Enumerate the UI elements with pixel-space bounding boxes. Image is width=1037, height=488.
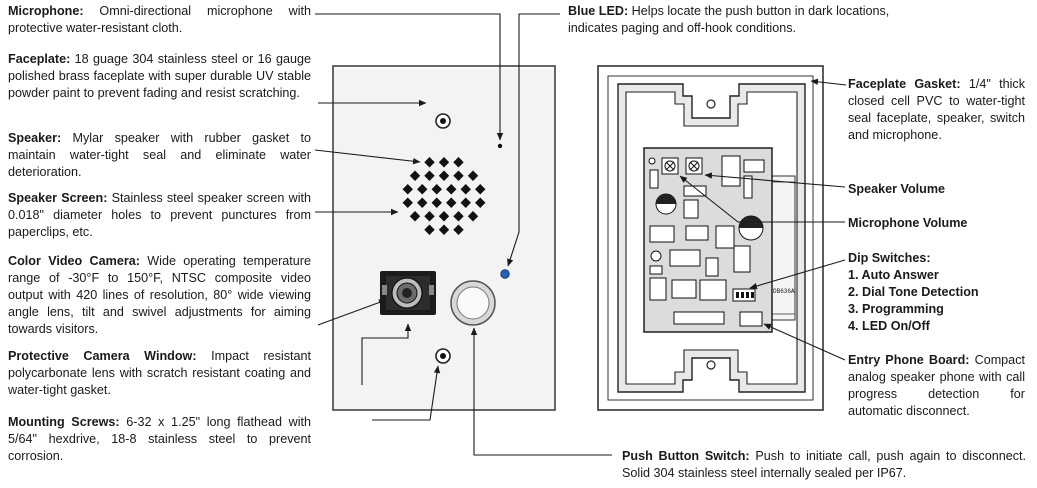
faceplate-front-view bbox=[332, 65, 556, 411]
dip-switches-label: Dip Switches: 1. Auto Answer 2. Dial Ton… bbox=[848, 250, 979, 335]
grille-hole bbox=[438, 170, 450, 181]
push-button-desc: Push to initiate call, push again to dis… bbox=[622, 449, 1026, 480]
camera-window-title: Protective Camera Window: bbox=[8, 349, 197, 363]
rear-view bbox=[597, 65, 824, 411]
grille-hole bbox=[453, 170, 464, 181]
grille-hole bbox=[467, 211, 479, 222]
blue-led-icon bbox=[500, 269, 510, 279]
grille-hole bbox=[438, 224, 450, 235]
bottom-screw-icon bbox=[435, 348, 451, 364]
camera-icon bbox=[380, 271, 436, 315]
grille-hole bbox=[475, 184, 486, 195]
dip-switch-item: 3. Programming bbox=[848, 302, 944, 316]
blue-led-label: Blue LED: Helps locate the push button i… bbox=[568, 3, 898, 37]
grille-hole bbox=[402, 197, 413, 208]
faceplate-label: Faceplate: 18 guage 304 stainless steel … bbox=[8, 51, 311, 102]
push-button-label: Push Button Switch: Push to initiate cal… bbox=[622, 448, 1026, 482]
speaker-title: Speaker: bbox=[8, 131, 62, 145]
grille-hole bbox=[446, 184, 457, 195]
microphone-hole-icon bbox=[497, 143, 503, 149]
blue-led-title: Blue LED: bbox=[568, 4, 629, 18]
grille-hole bbox=[460, 197, 471, 208]
grille-hole bbox=[467, 170, 479, 181]
faceplate-title: Faceplate: bbox=[8, 52, 71, 66]
speaker-grille-icon bbox=[402, 157, 486, 235]
push-button-title: Push Button Switch: bbox=[622, 449, 750, 463]
grille-hole bbox=[424, 224, 435, 235]
video-camera-title: Color Video Camera: bbox=[8, 254, 140, 268]
dip-switch-item: 2. Dial Tone Detection bbox=[848, 285, 979, 299]
grille-hole bbox=[417, 184, 428, 195]
dip-switch-item: 4. LED On/Off bbox=[848, 319, 930, 333]
mounting-screws-label: Mounting Screws: 6-32 x 1.25" long flath… bbox=[8, 414, 311, 465]
mounting-screws-title: Mounting Screws: bbox=[8, 415, 120, 429]
grille-hole bbox=[438, 157, 450, 168]
gasket-label: Faceplate Gasket: 1/4" thick closed cell… bbox=[848, 76, 1025, 144]
grille-hole bbox=[402, 184, 413, 195]
speaker-screen-label: Speaker Screen: Stainless steel speaker … bbox=[8, 190, 311, 241]
dip-switch-item: 1. Auto Answer bbox=[848, 268, 939, 282]
grille-hole bbox=[431, 197, 442, 208]
entry-board-label: Entry Phone Board: Compact analog speake… bbox=[848, 352, 1025, 420]
faceplate-desc: 18 guage 304 stainless steel or 16 gauge… bbox=[8, 52, 312, 100]
microphone-label: Microphone: Omni-directional microphone … bbox=[8, 3, 311, 37]
speaker-desc: Mylar speaker with rubber gasket to main… bbox=[8, 131, 311, 179]
gasket-title: Faceplate Gasket: bbox=[848, 77, 961, 91]
grille-hole bbox=[424, 170, 435, 181]
grille-hole bbox=[460, 184, 471, 195]
grille-hole bbox=[446, 197, 457, 208]
camera-window-desc: Impact resistant polycarbonate lens with… bbox=[8, 349, 312, 397]
gasket-desc: 1/4" thick closed cell PVC to water-tigh… bbox=[848, 77, 1026, 142]
grille-hole bbox=[438, 211, 450, 222]
video-camera-label: Color Video Camera: Wide operating tempe… bbox=[8, 253, 311, 338]
push-button-icon bbox=[450, 280, 496, 326]
video-camera-desc: Wide operating temperature range of -30°… bbox=[8, 254, 312, 336]
microphone-title: Microphone: bbox=[8, 4, 84, 18]
microphone-volume-label: Microphone Volume bbox=[848, 216, 968, 230]
entry-board-desc: Compact analog speaker phone with call p… bbox=[848, 353, 1025, 418]
speaker-screen-title: Speaker Screen: bbox=[8, 191, 108, 205]
entry-board-title: Entry Phone Board: bbox=[848, 353, 970, 367]
grille-hole bbox=[409, 170, 421, 181]
speaker-label: Speaker: Mylar speaker with rubber gaske… bbox=[8, 130, 311, 181]
grille-hole bbox=[424, 157, 435, 168]
dip-switches-title: Dip Switches: bbox=[848, 251, 931, 265]
camera-window-label: Protective Camera Window: Impact resista… bbox=[8, 348, 311, 399]
grille-hole bbox=[409, 211, 421, 222]
grille-hole bbox=[453, 224, 464, 235]
grille-hole bbox=[431, 184, 442, 195]
board-marking: DB636A bbox=[773, 288, 795, 295]
top-screw-icon bbox=[435, 113, 451, 129]
leader-lines bbox=[314, 13, 847, 456]
grille-hole bbox=[453, 211, 464, 222]
microphone-desc: Omni-directional microphone with protect… bbox=[8, 4, 312, 35]
speaker-volume-label: Speaker Volume bbox=[848, 182, 946, 196]
grille-hole bbox=[453, 157, 464, 168]
grille-hole bbox=[475, 197, 486, 208]
mounting-screws-desc: 6-32 x 1.25" long flathead with 5/64" he… bbox=[8, 415, 312, 463]
speaker-screen-desc: Stainless steel speaker screen with 0.01… bbox=[8, 191, 311, 239]
grille-hole bbox=[424, 211, 435, 222]
grille-hole bbox=[417, 197, 428, 208]
blue-led-desc: Helps locate the push button in dark loc… bbox=[568, 4, 890, 35]
